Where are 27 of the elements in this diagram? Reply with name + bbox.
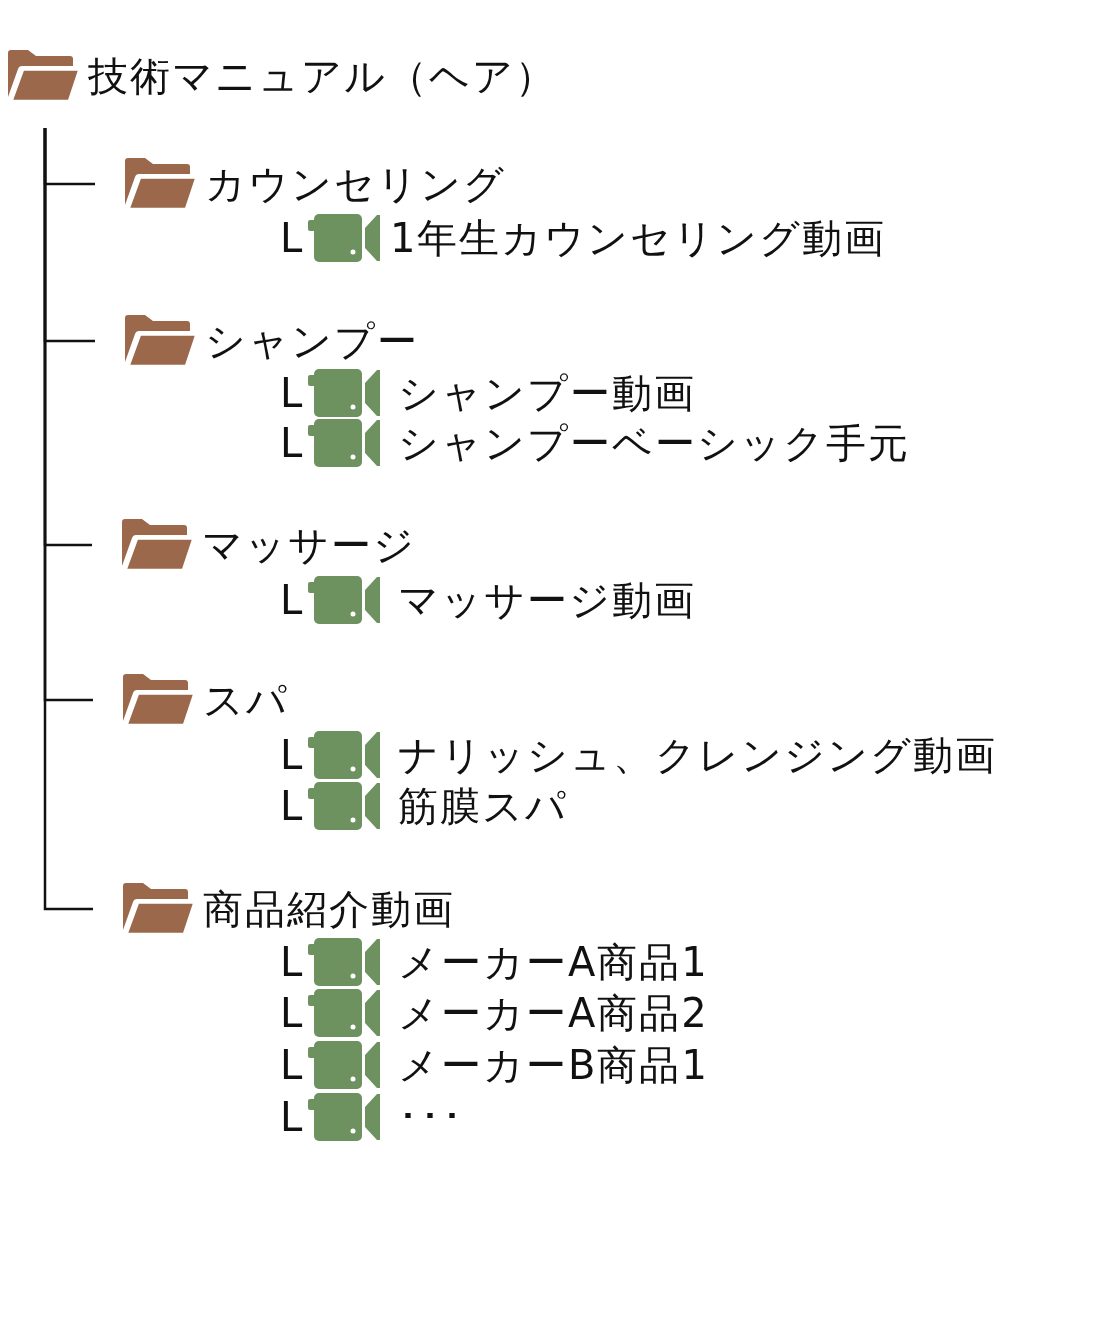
video-title: マッサージ動画 [398,576,696,624]
tree-branch-mark: L [280,369,305,417]
folder-name: カウンセリング [205,160,506,208]
tree-branch-mark: L [280,731,305,779]
folder-name: 技術マニュアル（ヘア） [88,52,557,100]
tree-connector [43,128,93,911]
tree-branch-mark: L [280,1093,305,1141]
video-title: シャンプー動画 [398,369,696,417]
video-title: シャンプーベーシック手元 [398,419,910,467]
video-title: 筋膜スパ [398,782,568,830]
folder-name: スパ [203,676,289,724]
tree-branch-mark: L [280,938,305,986]
folder-name: シャンプー [205,317,419,365]
folder-name: マッサージ [202,521,416,569]
video-title: ナリッシュ、クレンジング動画 [398,731,997,779]
tree-branch-mark: L [280,419,305,467]
tree-branch-mark: L [280,214,305,262]
folder-name: 商品紹介動画 [203,885,455,933]
tree-branch-mark: L [280,782,305,830]
tree-branch-mark: L [280,989,305,1037]
video-title: メーカーA商品2 [398,989,709,1037]
video-title: メーカーA商品1 [398,938,709,986]
video-title: ･･･ [398,1093,464,1141]
video-title: 1年生カウンセリング動画 [390,214,887,262]
tree-branch-mark: L [280,576,305,624]
video-title: メーカーB商品1 [398,1041,709,1089]
tree-branch-mark: L [280,1041,305,1089]
